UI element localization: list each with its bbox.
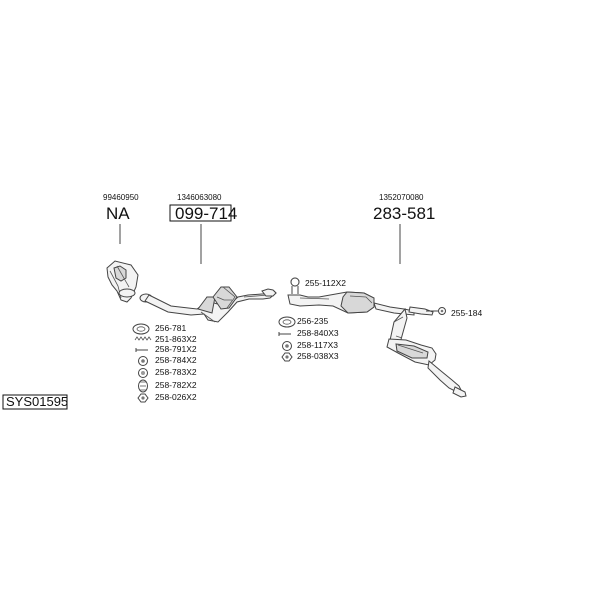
left-manifold bbox=[106, 260, 139, 303]
code-box-099-714 bbox=[169, 204, 232, 222]
ref-label-na: 99460950 bbox=[103, 193, 139, 202]
right-part-0: 255-184 bbox=[451, 308, 482, 318]
middle-part-4: 258-038X3 bbox=[297, 351, 339, 361]
left-part-4: 258-783X2 bbox=[155, 367, 197, 377]
left-part-3: 258-784X2 bbox=[155, 355, 197, 365]
middle-part-1: 256-235 bbox=[297, 316, 328, 326]
system-code-label: SYS01595 bbox=[6, 394, 68, 409]
left-part-1: 251-863X2 bbox=[155, 334, 197, 344]
code-label-na: NA bbox=[106, 204, 130, 223]
spring-icon bbox=[134, 336, 152, 341]
left-part-0: 256-781 bbox=[155, 323, 186, 333]
middle-part-0: 255-112X2 bbox=[305, 278, 346, 288]
middle-part-2: 258-840X3 bbox=[297, 328, 339, 338]
front-pipe-assembly bbox=[139, 286, 277, 323]
gasket-icon bbox=[132, 323, 150, 335]
left-part-5: 258-782X2 bbox=[155, 380, 197, 390]
middle-parts-list: 255-112X2 256-235 258-840X3 258-117X3 25… bbox=[278, 277, 346, 362]
left-part-2: 258-791X2 bbox=[155, 344, 197, 354]
clamp-icon bbox=[290, 277, 300, 287]
rear-mounting-point bbox=[426, 307, 446, 315]
system-code-box bbox=[2, 394, 68, 410]
center-pipe-assembly bbox=[287, 291, 434, 350]
code-label-099-714: 099-714 bbox=[175, 204, 237, 223]
ring-gasket-icon bbox=[278, 316, 296, 328]
code-label-283-581: 283-581 bbox=[373, 204, 435, 223]
ref-label-283-581: 1352070080 bbox=[379, 193, 424, 202]
rear-muffler bbox=[386, 338, 467, 398]
ref-label-099-714: 1346063080 bbox=[177, 193, 222, 202]
left-parts-list: 256-781 251-863X2 258-791X2 258-784X2 25… bbox=[132, 323, 197, 403]
middle-part-3: 258-117X3 bbox=[297, 340, 338, 350]
left-part-6: 258-026X2 bbox=[155, 392, 197, 402]
